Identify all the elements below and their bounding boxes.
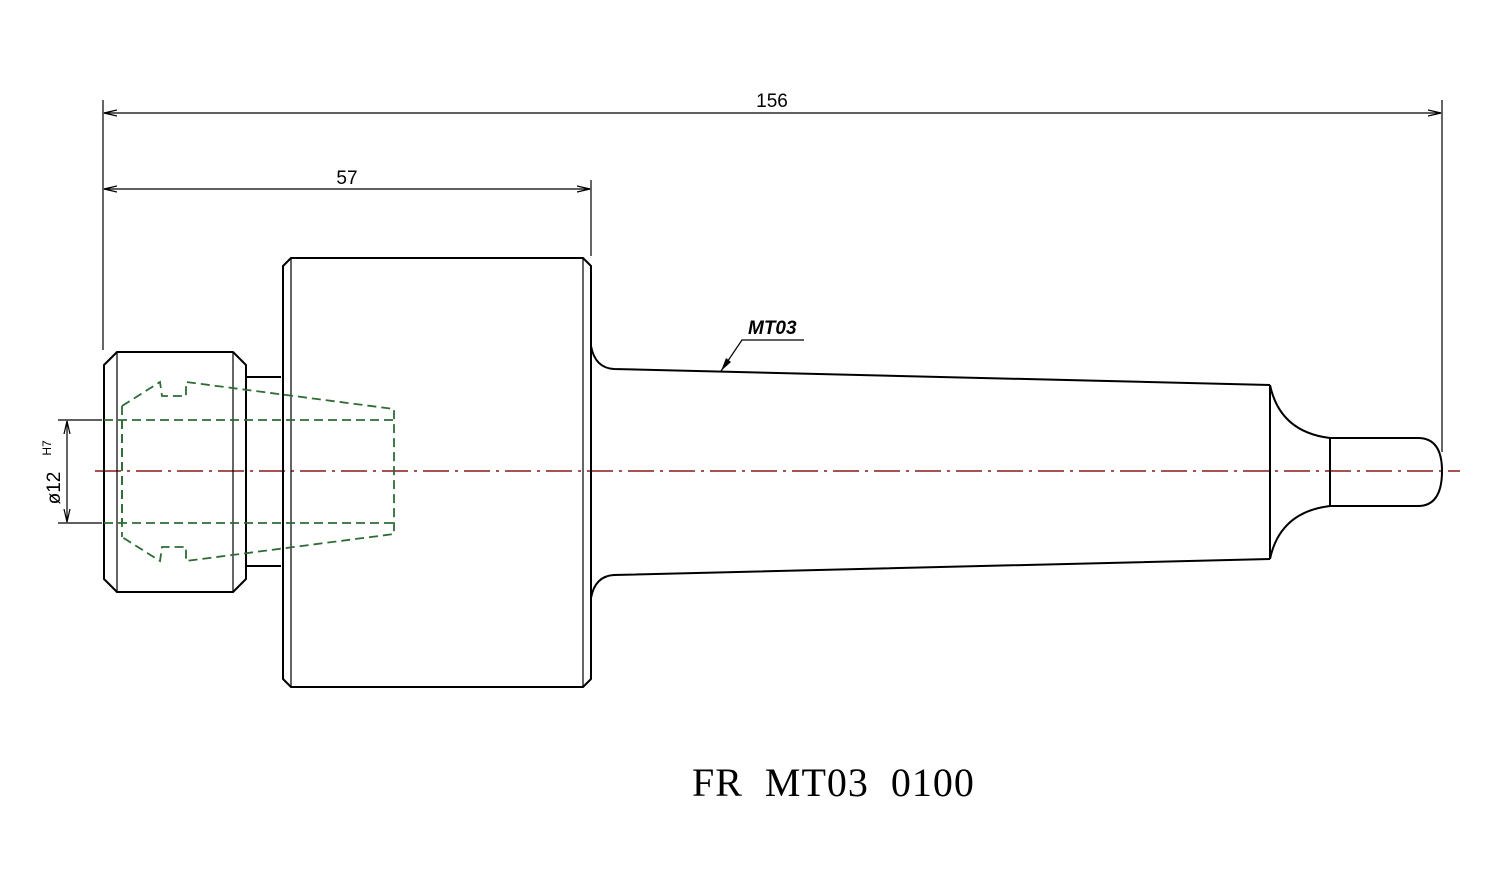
taper-callout-label: MT03 (748, 318, 797, 339)
bore-diameter-label: ø12 (44, 472, 65, 505)
overall-length-label: 156 (756, 91, 788, 112)
front-length-label: 57 (336, 168, 357, 189)
part-code: FR MT03 0100 (692, 760, 975, 805)
collet-nut (103, 351, 247, 593)
neck (246, 376, 281, 567)
bore-tolerance-label: H7 (40, 440, 54, 456)
hidden-collet-bore (104, 380, 395, 563)
main-body (282, 257, 592, 688)
dimension-front-length (104, 180, 592, 256)
morse-taper-shank (590, 345, 1443, 599)
taper-callout-leader (720, 339, 804, 372)
dimension-bore-diameter (58, 419, 102, 524)
dimension-overall-length (102, 100, 1443, 452)
